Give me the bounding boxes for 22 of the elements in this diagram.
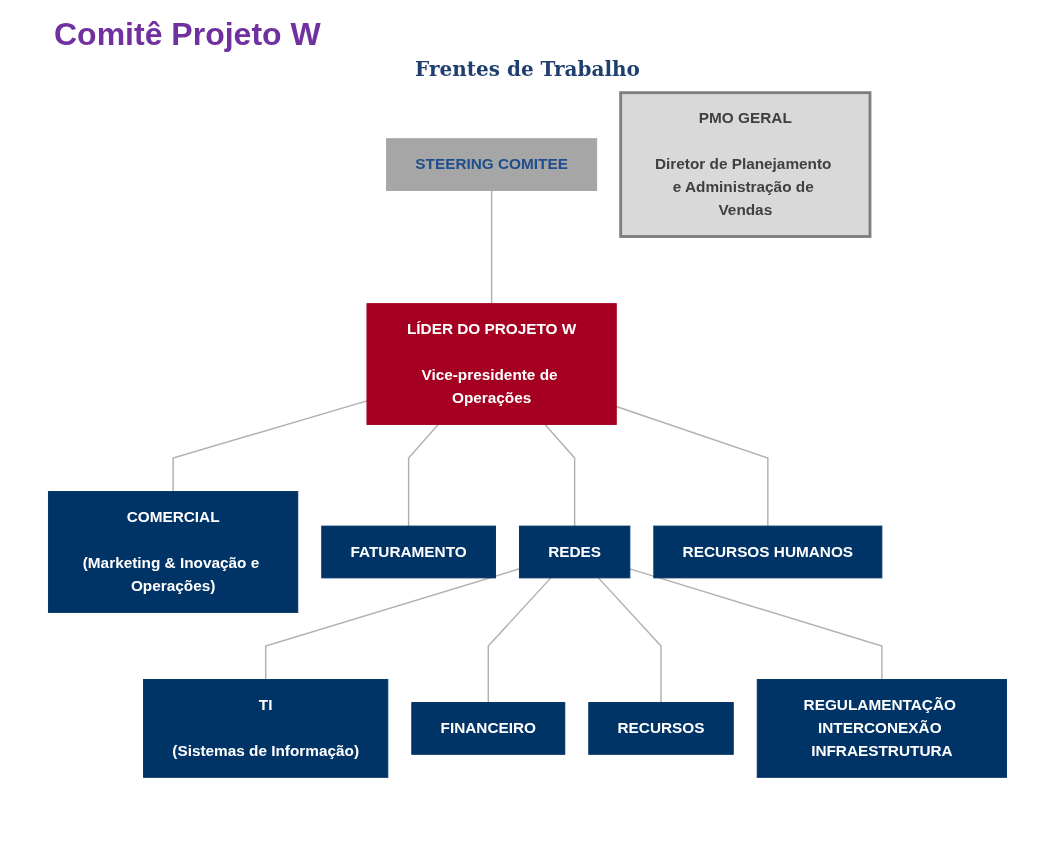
- section-heading: Frentes de Trabalho: [414, 57, 641, 81]
- node-box: TI (Sistemas de Informação): [143, 679, 389, 778]
- connector: [487, 577, 552, 704]
- node-box: RECURSOS: [588, 702, 734, 755]
- connector: [490, 189, 493, 305]
- node-box: REGULAMENTAÇÃO INTERCONEXÃO INFRAESTRUTURA: [756, 679, 1008, 778]
- connector: [615, 405, 769, 527]
- connector: [544, 423, 576, 527]
- connector: [597, 577, 662, 704]
- node-box: REDES: [518, 525, 631, 579]
- node-box: RECURSOS HUMANOS: [653, 525, 883, 579]
- node-box: PMO GERAL Diretor de Planejamento e Administração de Vendas: [619, 91, 872, 238]
- node-box: FATURAMENTO: [321, 525, 496, 579]
- connector: [407, 423, 439, 527]
- connector: [629, 568, 883, 681]
- node-box: STEERING COMITEE: [386, 138, 598, 191]
- connector: [172, 400, 368, 493]
- node-box: COMERCIAL (Marketing & Inovação e Operações): [47, 491, 299, 613]
- node-box: FINANCEIRO: [411, 702, 566, 755]
- title: Comitê Projeto W: [54, 16, 322, 53]
- node-box: LÍDER DO PROJETO W Vice-presidente de Operações: [366, 303, 617, 425]
- connector: [264, 568, 521, 681]
